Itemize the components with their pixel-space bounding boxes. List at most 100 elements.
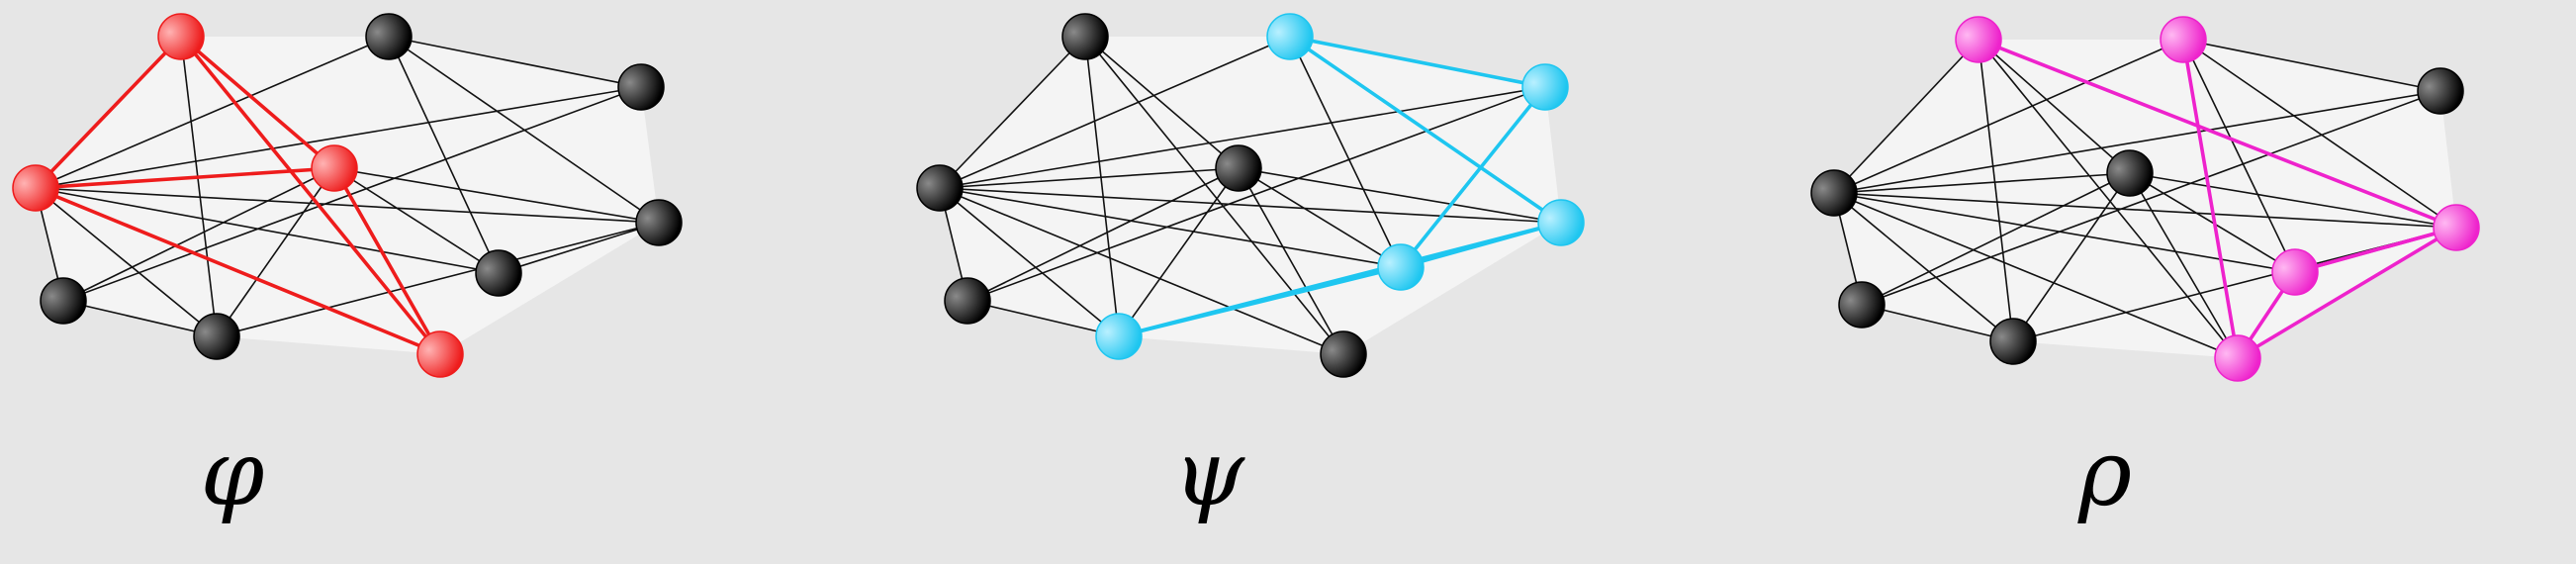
edge xyxy=(35,187,500,274)
node xyxy=(1320,330,1367,378)
highlighted-node xyxy=(2214,334,2261,382)
edge xyxy=(939,187,1402,268)
node xyxy=(1989,318,2037,365)
edge xyxy=(939,86,1546,189)
edge xyxy=(35,187,218,337)
highlighted-edge xyxy=(1118,221,1562,338)
edge xyxy=(1833,39,1979,194)
edge xyxy=(966,300,1120,337)
diagram-rho xyxy=(1810,16,2480,382)
edge xyxy=(35,86,642,189)
node xyxy=(365,13,413,60)
node xyxy=(944,277,991,325)
highlighted-edge xyxy=(1399,85,1547,269)
node xyxy=(635,199,683,246)
highlighted-node xyxy=(1955,16,2002,63)
edge xyxy=(216,167,335,337)
node xyxy=(1810,169,1858,217)
highlighted-edge xyxy=(179,35,442,356)
edge xyxy=(1978,39,2014,342)
edge xyxy=(62,86,642,302)
highlighted-node xyxy=(1537,199,1585,246)
highlighted-node xyxy=(1095,313,1143,360)
edge xyxy=(1238,167,1344,355)
edge xyxy=(939,187,1120,337)
highlighted-node xyxy=(2160,16,2207,63)
edge xyxy=(2012,172,2131,342)
node xyxy=(40,277,87,325)
highlighted-edge xyxy=(34,35,183,190)
edge xyxy=(1833,192,2296,273)
edge xyxy=(1833,192,2457,229)
highlighted-edge xyxy=(1978,38,2457,230)
highlighted-node xyxy=(12,164,59,212)
node xyxy=(1061,13,1109,60)
edge xyxy=(388,36,500,274)
edge xyxy=(1084,36,1120,337)
highlighted-edge xyxy=(2181,39,2240,359)
edge xyxy=(2182,39,2457,229)
edge xyxy=(1833,172,2131,194)
edge xyxy=(1289,36,1402,268)
label-phi: φ xyxy=(201,421,265,526)
edge xyxy=(1084,36,1240,169)
edge xyxy=(1833,192,2239,359)
edge xyxy=(2182,39,2441,92)
edge xyxy=(2129,172,2239,359)
edge xyxy=(1978,39,2239,359)
edge xyxy=(1833,39,2184,194)
highlighted-node xyxy=(157,13,205,60)
highlighted-node xyxy=(311,144,358,192)
highlighted-edge xyxy=(35,186,441,356)
highlighted-edge xyxy=(35,166,335,190)
node xyxy=(1838,281,1886,329)
edge xyxy=(2129,172,2457,229)
node xyxy=(1215,144,1262,192)
edge xyxy=(498,222,660,274)
node xyxy=(475,249,522,297)
highlighted-node xyxy=(1377,243,1425,291)
edge xyxy=(939,36,1291,189)
edge xyxy=(2129,172,2296,273)
highlighted-edge xyxy=(1288,35,1563,225)
highlighted-edge xyxy=(1289,35,1546,89)
highlighted-edge xyxy=(2237,226,2457,360)
edge xyxy=(2182,39,2296,273)
node xyxy=(193,313,240,360)
diagram-phi xyxy=(12,13,683,378)
edge xyxy=(1978,39,2131,174)
edge xyxy=(1238,167,1562,224)
edge xyxy=(35,36,390,189)
edge xyxy=(1084,36,1344,355)
node xyxy=(617,63,665,111)
edge xyxy=(333,167,660,224)
edge xyxy=(1861,90,2441,306)
highlighted-node xyxy=(2271,248,2319,296)
node xyxy=(2106,149,2154,197)
edge xyxy=(939,187,1562,224)
edge xyxy=(939,167,1240,189)
edge xyxy=(939,36,1086,189)
highlighted-node xyxy=(1521,63,1569,111)
edge xyxy=(939,187,1344,355)
highlighted-edge xyxy=(332,167,442,355)
edge xyxy=(1833,192,2014,342)
label-psi: ψ xyxy=(1173,421,1245,526)
edge xyxy=(180,36,218,337)
edge xyxy=(1861,304,2014,342)
edge xyxy=(62,300,218,337)
edge xyxy=(1833,90,2441,194)
edge xyxy=(1118,167,1240,337)
edge xyxy=(1861,172,2131,306)
edge xyxy=(966,167,1240,302)
edge xyxy=(216,222,660,337)
edge xyxy=(1238,167,1402,268)
edge xyxy=(966,86,1546,302)
edge xyxy=(333,167,500,274)
highlighted-edge xyxy=(179,35,336,170)
label-rho: ρ xyxy=(2077,421,2132,526)
node xyxy=(916,164,964,212)
edge xyxy=(35,187,660,224)
highlighted-node xyxy=(1266,13,1314,60)
node xyxy=(2417,67,2464,115)
